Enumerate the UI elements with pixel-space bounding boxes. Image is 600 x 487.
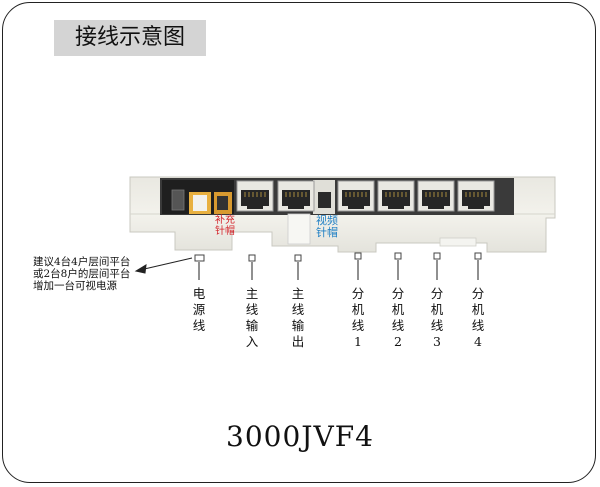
diagram-frame bbox=[2, 2, 596, 483]
terminal-label-main-in: 主线输入 bbox=[245, 286, 259, 349]
terminal-markers bbox=[194, 252, 482, 262]
terminal-label-power: 电源线 bbox=[192, 286, 206, 333]
bottom-clip bbox=[439, 237, 477, 247]
note-line-3: 增加一台可视电源 bbox=[33, 280, 117, 292]
diagram-title: 接线示意图 bbox=[74, 25, 185, 50]
title-box: 接线示意图 bbox=[54, 20, 206, 56]
leader-lines bbox=[198, 260, 479, 280]
model-number: 3000JVF4 bbox=[226, 420, 374, 453]
terminal-label-main-out: 主线输出 bbox=[291, 286, 305, 349]
power-area bbox=[162, 180, 234, 214]
terminal-label-ext-4: 分机线4 bbox=[471, 286, 485, 349]
note-arrow bbox=[134, 257, 193, 274]
video-jumper-block bbox=[287, 180, 335, 245]
supplement-jumper-label: 补充针帽 bbox=[215, 215, 235, 237]
rj-port-holes bbox=[241, 190, 490, 209]
note-line-2: 或2台8户的层间平台 bbox=[33, 268, 131, 280]
terminal-label-ext-3: 分机线3 bbox=[430, 286, 444, 349]
rj-port-pins bbox=[244, 192, 487, 197]
terminal-label-ext-2: 分机线2 bbox=[391, 286, 405, 349]
video-jumper-label: 视频针帽 bbox=[316, 214, 338, 239]
terminal-label-ext-1: 分机线1 bbox=[351, 286, 365, 349]
note-line-1: 建议4台4户层间平台 bbox=[33, 256, 131, 268]
